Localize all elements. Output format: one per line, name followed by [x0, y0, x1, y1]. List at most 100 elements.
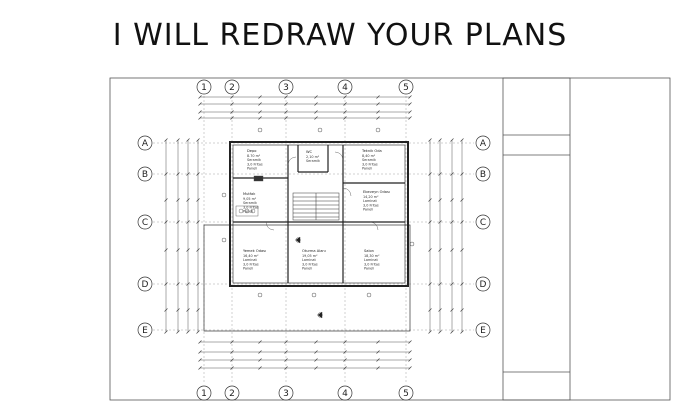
room-detail: Paneli	[243, 210, 253, 214]
grid-label-col: 1	[201, 389, 207, 399]
page-title: I WILL REDRAW YOUR PLANS	[112, 18, 568, 53]
room-name: Oturma Alanı	[302, 249, 326, 253]
room-name: Mutfak	[243, 192, 256, 196]
terrace-slab	[203, 224, 411, 332]
staircase	[292, 192, 340, 221]
room-detail: 14,20 m²	[363, 195, 379, 199]
room-detail: 9,05 m²	[243, 197, 257, 201]
dimension-lines	[164, 95, 464, 370]
grid-label-col: 4	[342, 83, 348, 93]
section-markers	[221, 127, 415, 319]
grid-label-col: 3	[283, 389, 289, 399]
grid-label-row: B	[480, 170, 486, 180]
room-detail: Seramik	[247, 158, 261, 162]
grid-label-col: 2	[229, 389, 235, 399]
grid-bubble-col-3-bottom: 3	[278, 385, 294, 401]
room-detail: Seramik	[243, 201, 257, 205]
room-detail: Laminat	[302, 258, 316, 262]
grid-label-col: 4	[342, 389, 348, 399]
room-detail: 16,40 m²	[243, 254, 259, 258]
room-detail: Paneli	[362, 167, 372, 171]
grid-bubble-row-A-left: A	[137, 135, 153, 151]
room-detail: Seramik	[362, 158, 376, 162]
room-name: Depo	[247, 149, 256, 153]
grid-label-row: E	[142, 326, 148, 336]
room-detail: 3,0 Fritas	[363, 203, 379, 207]
room-name: Ebeveyn Odası	[363, 190, 390, 194]
grid-bubble-col-4-top: 4	[337, 79, 353, 95]
grid-bubble-row-E-right: E	[475, 322, 491, 338]
room-detail: 3,0 Fritas	[362, 162, 378, 166]
grid-label-row: B	[142, 170, 148, 180]
grid-bubble-col-2-bottom: 2	[224, 385, 240, 401]
doors	[265, 151, 379, 231]
grid-label-col: 3	[283, 83, 289, 93]
grid-bubble-col-2-top: 2	[224, 79, 240, 95]
room-detail: 2,10 m²	[306, 155, 320, 159]
grid-label-row: C	[142, 218, 148, 228]
room-detail: Paneli	[363, 208, 373, 212]
room-detail: Paneli	[364, 267, 374, 271]
grid-label-col: 5	[403, 389, 409, 399]
grid-bubble-row-B-right: B	[475, 166, 491, 182]
room-detail: 3,0 Fritas	[247, 162, 263, 166]
room-name: Salon	[364, 249, 374, 253]
room-name: WC	[306, 150, 313, 154]
grid-label-row: D	[480, 280, 487, 290]
room-detail: Laminat	[363, 199, 377, 203]
grid-label-row: A	[480, 139, 487, 149]
room-name: Yemek Odası	[243, 249, 266, 253]
grid-bubble-col-1-bottom: 1	[196, 385, 212, 401]
room-detail: 8,40 m²	[362, 154, 376, 158]
grid-label-col: 2	[229, 83, 235, 93]
room-detail: Paneli	[302, 267, 312, 271]
grid-label-row: E	[480, 326, 486, 336]
grid-bubble-row-E-left: E	[137, 322, 153, 338]
grid-label-col: 5	[403, 83, 409, 93]
room-name: Teknik Oda	[361, 149, 382, 153]
grid-bubble-col-1-top: 1	[196, 79, 212, 95]
grid-bubble-col-4-bottom: 4	[337, 385, 353, 401]
room-detail: Laminat	[243, 258, 257, 262]
title-block	[502, 77, 571, 401]
grid-bubble-row-D-right: D	[475, 276, 491, 292]
grid-bubble-row-C-left: C	[137, 214, 153, 230]
grid-bubble-row-B-left: B	[137, 166, 153, 182]
grid-label-row: D	[142, 280, 149, 290]
exterior-walls	[229, 141, 409, 287]
grid-bubble-col-5-bottom: 5	[398, 385, 414, 401]
grid-bubble-col-3-top: 3	[278, 79, 294, 95]
room-detail: Seramik	[306, 159, 320, 163]
grid-label-row: C	[480, 218, 486, 228]
room-detail: 3,0 Fritas	[243, 262, 259, 266]
room-detail: Laminat	[364, 258, 378, 262]
room-detail: Paneli	[247, 167, 257, 171]
sheet-border	[109, 77, 671, 401]
kitchen-fixtures	[235, 175, 264, 217]
room-detail: 3,0 Fritas	[302, 262, 318, 266]
room-detail: 19,05 m²	[302, 254, 318, 258]
room-detail: 3,0 Fritas	[364, 262, 380, 266]
room-detail: 3,0 Fritas	[243, 205, 259, 209]
grid-bubble-row-D-left: D	[137, 276, 153, 292]
grid-bubble-col-5-top: 5	[398, 79, 414, 95]
room-detail: Paneli	[243, 267, 253, 271]
grid-label-row: A	[142, 139, 149, 149]
grid-label-col: 1	[201, 83, 207, 93]
grid-bubble-row-A-right: A	[475, 135, 491, 151]
room-detail: 8.70 m²	[247, 154, 261, 158]
room-detail: 18,30 m²	[364, 254, 380, 258]
grid-bubble-row-C-right: C	[475, 214, 491, 230]
